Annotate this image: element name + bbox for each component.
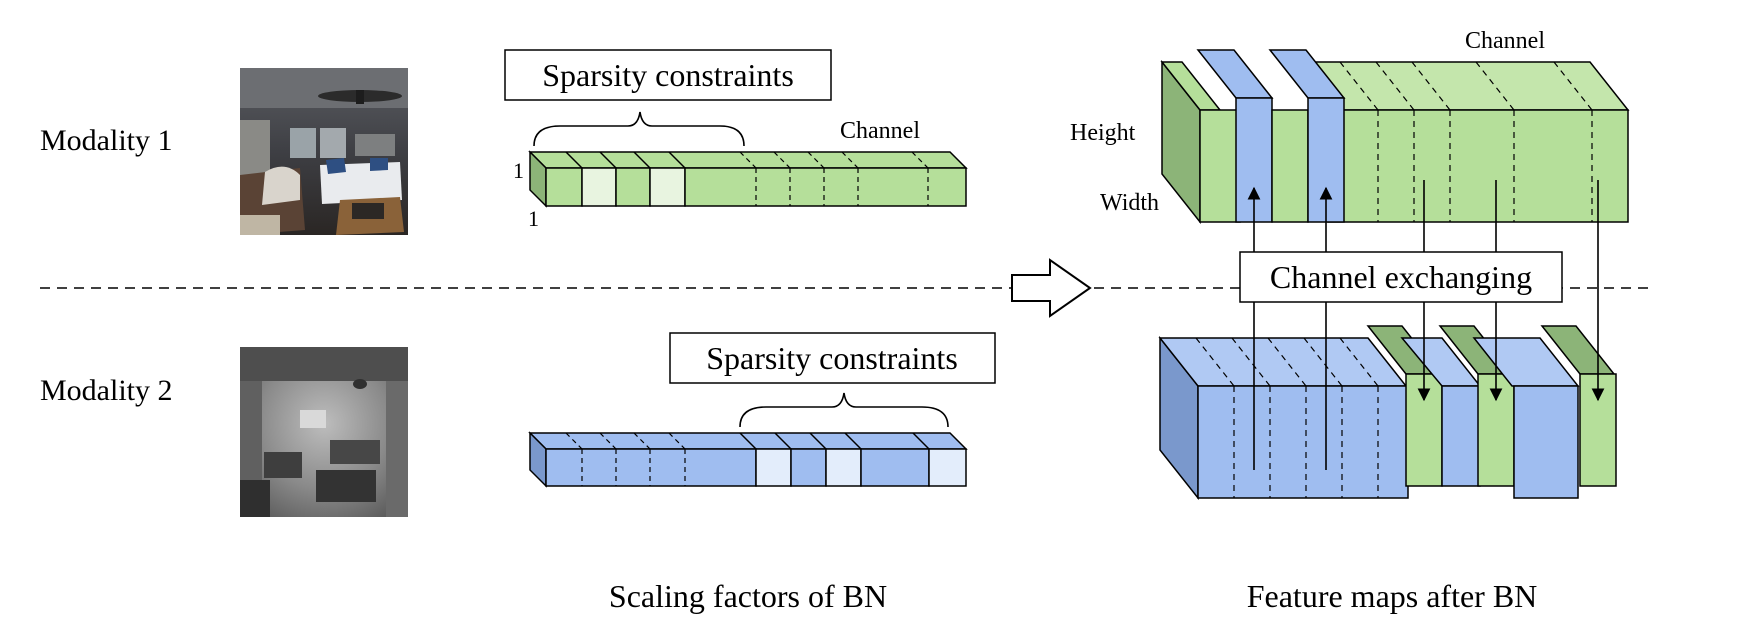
sparsity-box-bottom (669, 332, 996, 384)
dim-label-1: 1 (513, 158, 524, 183)
scaling-bar-modality-1 (528, 150, 968, 208)
dim-label-2: 1 (528, 206, 539, 231)
modality-1-label: Modality 1 (40, 124, 173, 157)
brace-bottom (739, 392, 949, 428)
sparsity-label-top: Sparsity constraints (542, 57, 794, 93)
modality-2-label: Modality 2 (40, 374, 173, 407)
scaling-bar-modality-2 (528, 431, 968, 488)
feature-channel-label: Channel (1465, 28, 1545, 54)
sparsity-box-top (504, 49, 832, 101)
scaling-channel-label: Channel (840, 118, 920, 144)
feature-map-modality-2 (1158, 325, 1617, 501)
height-label: Height (1070, 120, 1136, 146)
arrow-right-icon (1011, 258, 1092, 318)
channel-exchanging-label: Channel exchanging (1270, 259, 1532, 295)
depth-map (240, 347, 408, 517)
channel-exchanging-box (1239, 251, 1563, 303)
sparsity-label-bottom: Sparsity constraints (706, 340, 958, 376)
width-label: Width (1100, 190, 1159, 216)
brace-top (533, 111, 745, 147)
feature-map-modality-1 (1160, 49, 1630, 225)
scaling-caption: Scaling factors of BN (609, 578, 887, 614)
rgb-photo (240, 68, 408, 235)
feature-maps-caption: Feature maps after BN (1247, 578, 1538, 614)
